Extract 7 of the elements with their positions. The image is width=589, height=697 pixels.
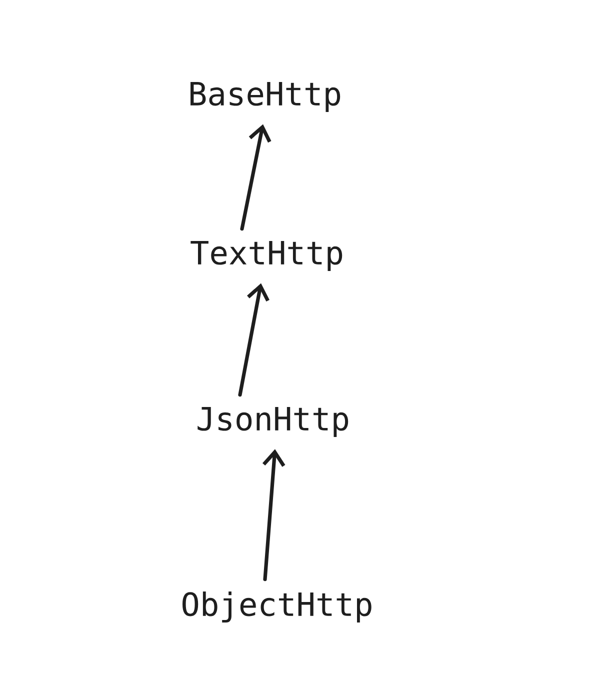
class-name: TextHttp xyxy=(190,241,342,271)
class-name: BaseHttp xyxy=(190,82,340,112)
class-name: ObjectHttp xyxy=(182,592,372,622)
arrow xyxy=(262,449,286,582)
arrow xyxy=(238,283,270,397)
arrow xyxy=(240,124,272,231)
class-name: JsonHttp xyxy=(198,407,348,437)
